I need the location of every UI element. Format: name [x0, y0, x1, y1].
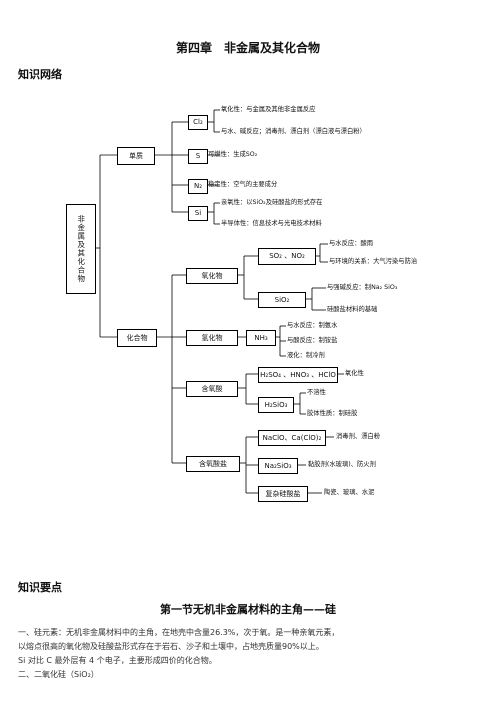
complex-note: 陶瓷、玻璃、水泥 — [324, 489, 375, 496]
si-note-1: 亲氧性：以SiO₂及硅酸盐的形式存在 — [221, 199, 323, 206]
section-heading-points: 知识要点 — [18, 581, 62, 594]
node-h2sio3: H₂SiO₃ — [258, 397, 294, 413]
node-oxide: 氧化物 — [186, 268, 238, 284]
node-oxysalt: 含氧酸盐 — [186, 456, 240, 472]
node-n2: N₂ — [188, 179, 208, 194]
sio2-note-2: 硅酸盐材料的基础 — [327, 306, 378, 313]
node-hydride: 氢化物 — [186, 330, 238, 346]
so2-note-2: 与环境的关系：大气污染与防治 — [329, 258, 418, 265]
cl2-note-2: 与水、碱反应；消毒剂、漂白剂（漂白液与漂白粉） — [221, 128, 366, 135]
nh3-note-3: 液化：制冷剂 — [287, 352, 325, 359]
paragraph-3: Si 对比 C 最外层有 4 个电子，主要形成四价的化合物。 — [18, 656, 217, 665]
h2sio3-note-2: 胶体性质：制硅胶 — [307, 410, 358, 417]
section-1-title: 第一节无机非金属材料的主角——硅 — [160, 603, 336, 616]
node-complex-silicate: 复杂硅酸盐 — [258, 486, 308, 502]
si-note-2: 半导体性：信息技术与光电技术材料 — [221, 220, 322, 227]
page-title: 第四章 非金属及其化合物 — [175, 41, 320, 55]
node-nh3: NH₃ — [246, 330, 276, 346]
sio2-note-1: 与强碱反应：制Na₂ SiO₃ — [327, 284, 398, 291]
na2sio3-note: 黏胶剂(水玻璃)、防火剂 — [308, 461, 376, 468]
cl2-note-1: 氧化性：与金属及其他非金属反应 — [221, 106, 316, 113]
paragraph-4: 二、二氧化硅（SiO₂） — [18, 670, 99, 679]
section-heading-network: 知识网络 — [18, 68, 62, 81]
node-acids: H₂SO₄ 、HNO₃ 、HClO — [258, 367, 338, 383]
s-note: 可燃性：生成SO₂ — [208, 151, 258, 158]
so2-note-1: 与水反应：酸雨 — [329, 240, 374, 247]
node-sio2: SiO₂ — [258, 292, 306, 308]
paragraph-2: 以熔点很高的氧化物及硅酸盐形式存在于岩石、沙子和土壤中，占地壳质量90%以上。 — [18, 642, 324, 651]
node-oxyacid: 含氧酸 — [186, 381, 238, 397]
nh3-note-1: 与水反应：制氨水 — [287, 322, 338, 329]
nh3-note-2: 与酸反应：制铵盐 — [287, 337, 338, 344]
node-naclo: NaClO、Ca(ClO)₂ — [258, 430, 326, 446]
node-elements: 单质 — [117, 147, 155, 165]
paragraph-1: 一、硅元素：无机非金属材料中的主角，在地壳中含量26.3%，次于氧。是一种亲氧元… — [18, 628, 340, 637]
acids-note: 氧化性 — [345, 370, 364, 377]
n2-note: 稳定性：空气的主要成分 — [208, 181, 278, 188]
h2sio3-note-1: 不溶性 — [307, 389, 326, 396]
node-si: Si — [188, 206, 208, 221]
node-na2sio3: Na₂SiO₃ — [258, 458, 298, 474]
node-s: S — [188, 149, 208, 164]
node-cl2: Cl₂ — [188, 115, 208, 130]
node-compounds: 化合物 — [117, 329, 157, 347]
diagram-root: 非金属及其化合物 — [66, 204, 96, 294]
node-so2-no2: SO₂ 、NO₂ — [258, 248, 316, 265]
naclo-note: 消毒剂、漂白粉 — [336, 433, 381, 440]
